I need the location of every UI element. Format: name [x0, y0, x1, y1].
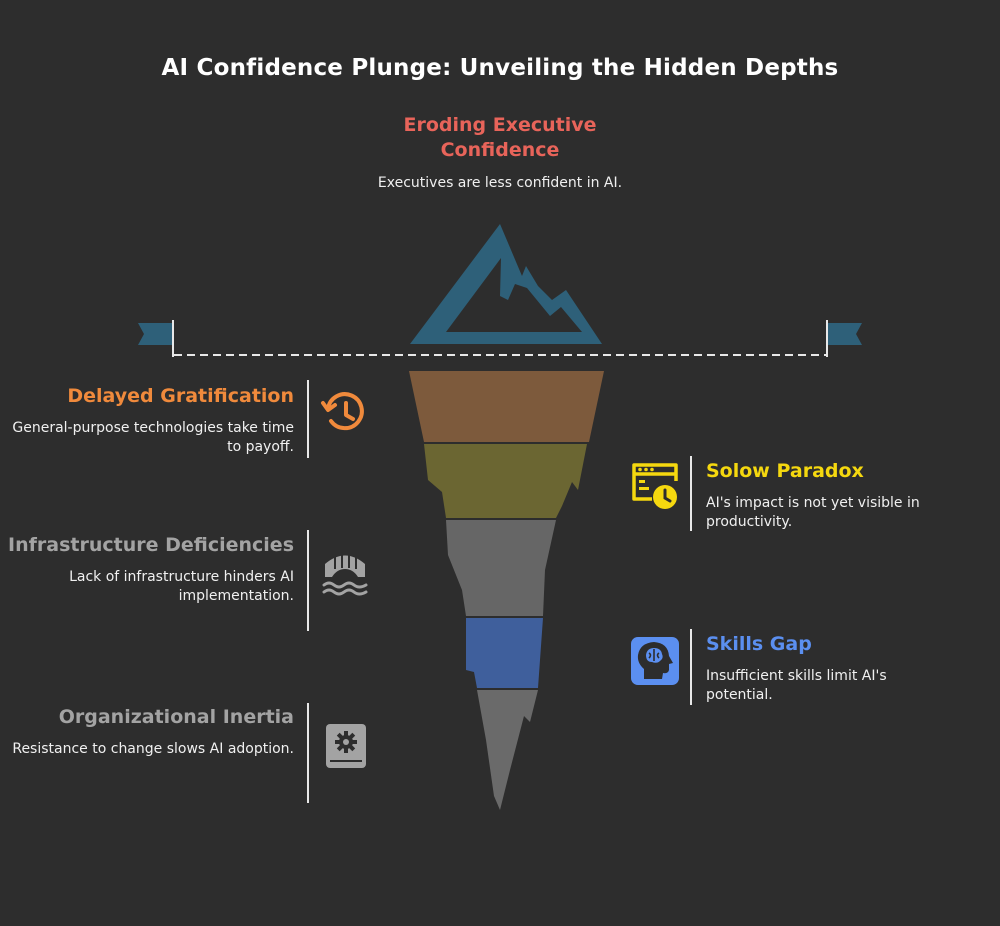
layer-solow-paradox — [424, 444, 587, 518]
head-brain-icon — [630, 636, 680, 686]
left-flag — [138, 320, 173, 357]
iceberg-tip — [410, 224, 602, 344]
divider — [307, 530, 309, 631]
divider — [307, 380, 309, 458]
item-description: General-purpose technologies take time t… — [4, 419, 294, 457]
layer-skills-gap — [466, 618, 543, 688]
item-description: Resistance to change slows AI adoption. — [4, 740, 294, 759]
item-heading: Delayed Gratification — [4, 384, 294, 409]
item-heading: Organizational Inertia — [4, 705, 294, 730]
item-organizational-inertia: Organizational Inertia Resistance to cha… — [4, 705, 294, 759]
item-skills-gap: Skills Gap Insufficient skills limit AI'… — [706, 632, 956, 705]
item-description: Lack of infrastructure hinders AI implem… — [4, 568, 294, 606]
divider — [690, 456, 692, 531]
gear-book-icon — [320, 722, 370, 772]
layer-organizational-inertia — [477, 690, 538, 810]
clock-history-icon — [320, 388, 370, 438]
layer-infrastructure — [446, 520, 556, 616]
item-solow-paradox: Solow Paradox AI's impact is not yet vis… — [706, 459, 956, 532]
item-heading: Skills Gap — [706, 632, 956, 657]
item-description: Insufficient skills limit AI's potential… — [706, 667, 956, 705]
bridge-icon — [320, 547, 370, 597]
divider — [307, 703, 309, 803]
item-description: AI's impact is not yet visible in produc… — [706, 494, 956, 532]
right-flag — [827, 320, 862, 357]
layer-delayed-gratification — [409, 371, 604, 442]
item-heading: Infrastructure Deficiencies — [4, 533, 294, 558]
item-heading: Solow Paradox — [706, 459, 956, 484]
divider — [690, 629, 692, 705]
item-infrastructure-deficiencies: Infrastructure Deficiencies Lack of infr… — [4, 533, 294, 606]
browser-clock-icon — [630, 461, 680, 511]
item-delayed-gratification: Delayed Gratification General-purpose te… — [4, 384, 294, 457]
